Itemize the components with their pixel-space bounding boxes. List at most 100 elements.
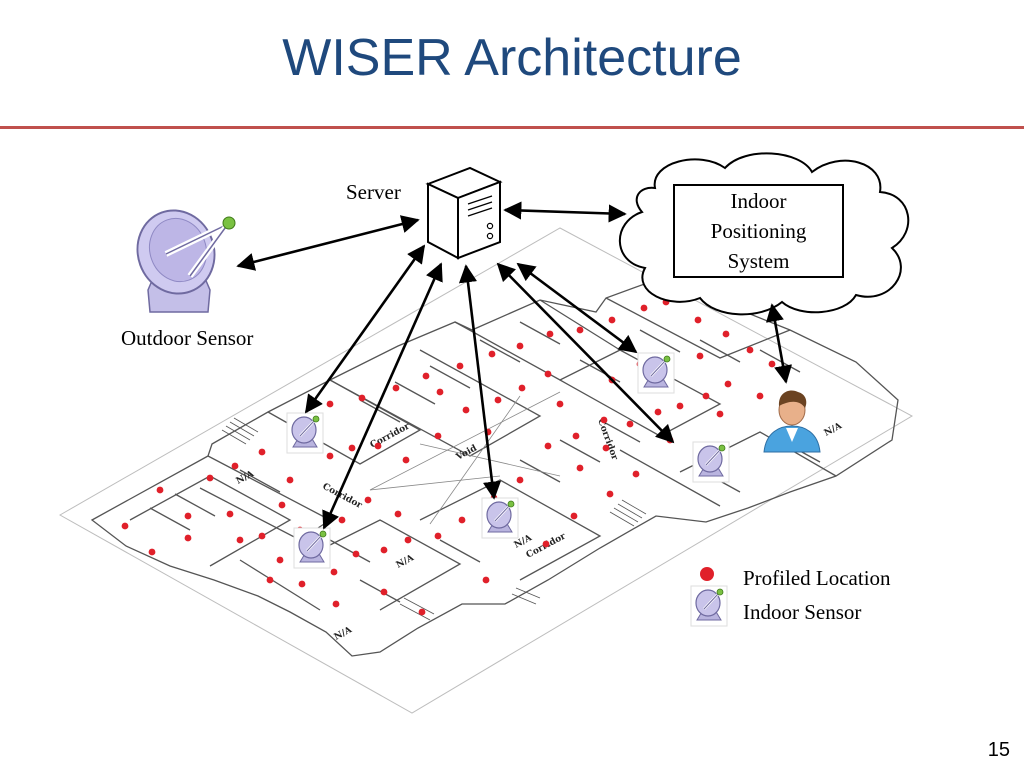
profiled-location-dot bbox=[602, 444, 610, 452]
profiled-location-dot bbox=[458, 516, 466, 524]
profiled-location-dot bbox=[702, 392, 710, 400]
user-icon bbox=[763, 390, 821, 453]
profiled-location-dot bbox=[716, 410, 724, 418]
profiled-location-dot bbox=[724, 380, 732, 388]
profiled-location-dot bbox=[184, 512, 192, 520]
server-ips-arrow bbox=[503, 201, 627, 223]
profiled-location-dot bbox=[330, 568, 338, 576]
profiled-location-dot bbox=[374, 442, 382, 450]
ips-label-line: Indoor bbox=[730, 189, 787, 213]
ips-label-line: Positioning bbox=[710, 219, 807, 243]
profiled-location-dot bbox=[298, 580, 306, 588]
server-sensor-arrow bbox=[322, 262, 443, 530]
profiled-location-dot bbox=[184, 534, 192, 542]
profiled-location-dot bbox=[600, 416, 608, 424]
profiled-location-dot bbox=[236, 536, 244, 544]
title-divider bbox=[0, 126, 1024, 129]
indoor-sensor-icon bbox=[636, 351, 676, 395]
profiled-location-dot bbox=[482, 576, 490, 584]
profiled-location-dot bbox=[358, 394, 366, 402]
profiled-location-dot bbox=[258, 448, 266, 456]
profiled-location-dot bbox=[654, 408, 662, 416]
profiled-location-dot bbox=[352, 550, 360, 558]
legend-sensor-label: Indoor Sensor bbox=[743, 600, 862, 624]
profiled-location-dot bbox=[608, 316, 616, 324]
profiled-location-dot bbox=[206, 474, 214, 482]
server-label: Server bbox=[346, 180, 401, 204]
profiled-location-dot bbox=[626, 420, 634, 428]
legend-profiled-dot bbox=[700, 567, 714, 581]
profiled-location-dot bbox=[546, 330, 554, 338]
profiled-location-dot bbox=[418, 608, 426, 616]
server-sensor-arrow bbox=[458, 264, 502, 500]
ips-label-line: System bbox=[727, 249, 790, 273]
profiled-location-dot bbox=[516, 342, 524, 350]
profiled-location-dot bbox=[518, 384, 526, 392]
profiled-location-dot bbox=[756, 392, 764, 400]
profiled-location-dot bbox=[326, 400, 334, 408]
profiled-location-dot bbox=[434, 532, 442, 540]
slide-title: WISER Architecture bbox=[282, 29, 742, 87]
profiled-location-dot bbox=[768, 360, 776, 368]
ips-box: Indoor Positioning System bbox=[673, 184, 844, 278]
profiled-location-dot bbox=[266, 576, 274, 584]
profiled-location-dot bbox=[278, 501, 286, 509]
profiled-location-dot bbox=[422, 372, 430, 380]
profiled-location-dot bbox=[516, 476, 524, 484]
profiled-location-dot bbox=[434, 432, 442, 440]
server-icon bbox=[425, 166, 503, 260]
profiled-location-dot bbox=[226, 510, 234, 518]
outdoor-sensor-icon bbox=[136, 209, 236, 313]
ips-user-arrow bbox=[765, 303, 793, 384]
profiled-location-dot bbox=[332, 600, 340, 608]
profiled-location-dot bbox=[676, 402, 684, 410]
indoor-sensor-icon bbox=[480, 496, 520, 540]
profiled-location-dot bbox=[632, 470, 640, 478]
profiled-location-dot bbox=[364, 496, 372, 504]
profiled-location-dot bbox=[380, 546, 388, 554]
server-outdoor-arrow bbox=[236, 215, 420, 271]
profiled-location-dot bbox=[456, 362, 464, 370]
indoor-sensor-icon bbox=[292, 526, 332, 570]
profiled-location-dot bbox=[338, 516, 346, 524]
profiled-location-dot bbox=[640, 304, 648, 312]
profiled-location-dot bbox=[576, 326, 584, 334]
profiled-location-dot bbox=[462, 406, 470, 414]
profiled-location-dot bbox=[326, 452, 334, 460]
profiled-location-dot bbox=[394, 510, 402, 518]
profiled-location-dot bbox=[542, 540, 550, 548]
profiled-location-dot bbox=[148, 548, 156, 556]
profiled-location-dot bbox=[488, 350, 496, 358]
profiled-location-dot bbox=[156, 486, 164, 494]
profiled-location-dot bbox=[544, 370, 552, 378]
profiled-location-dot bbox=[556, 400, 564, 408]
page-number: 15 bbox=[987, 739, 1010, 761]
profiled-location-dot bbox=[544, 442, 552, 450]
legend-profiled-label: Profiled Location bbox=[743, 566, 891, 590]
profiled-location-dot bbox=[722, 330, 730, 338]
legend-sensor-icon bbox=[689, 584, 729, 628]
profiled-location-dot bbox=[696, 352, 704, 360]
profiled-location-dot bbox=[576, 464, 584, 472]
profiled-location-dot bbox=[286, 476, 294, 484]
profiled-location-dot bbox=[392, 384, 400, 392]
indoor-sensor-icon bbox=[285, 411, 325, 455]
profiled-location-dot bbox=[494, 396, 502, 404]
profiled-location-dot bbox=[404, 536, 412, 544]
profiled-location-dot bbox=[746, 346, 754, 354]
profiled-location-dot bbox=[348, 444, 356, 452]
profiled-location-dot bbox=[572, 432, 580, 440]
server-sensor-arrow bbox=[496, 262, 675, 444]
profiled-location-dot bbox=[436, 388, 444, 396]
profiled-location-dot bbox=[121, 522, 129, 530]
profiled-location-dot bbox=[694, 316, 702, 324]
outdoor-sensor-label: Outdoor Sensor bbox=[121, 326, 254, 350]
profiled-location-dot bbox=[570, 512, 578, 520]
profiled-location-dot bbox=[231, 462, 239, 470]
profiled-location-dot bbox=[276, 556, 284, 564]
profiled-location-dot bbox=[258, 532, 266, 540]
profiled-location-dot bbox=[402, 456, 410, 464]
indoor-sensor-icon bbox=[691, 440, 731, 484]
